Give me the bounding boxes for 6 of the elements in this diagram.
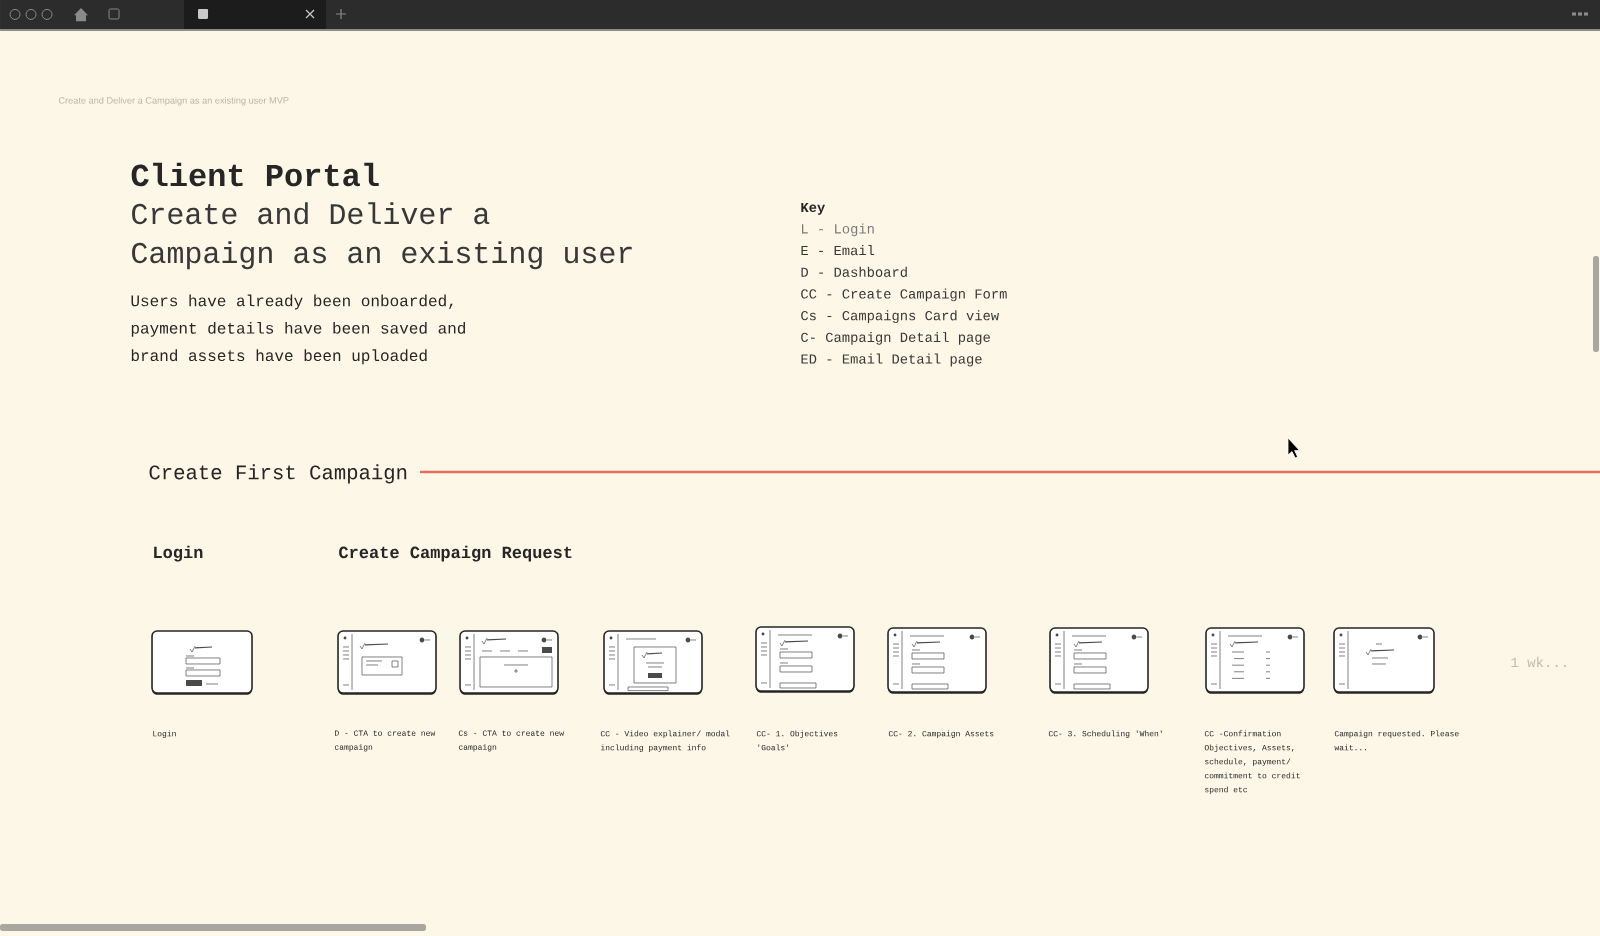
column-heading: Login [154,545,203,562]
section-heading: Create First Campaign [149,464,407,484]
column-heading: Create Campaign Request [339,545,572,562]
title: Client Portal [131,162,379,187]
description: Users have already been onboarded, payment details have been saved and brand assets have been uploaded [131,294,465,365]
subtitle: Create and Deliver a Campaign as an existing user [132,202,632,270]
